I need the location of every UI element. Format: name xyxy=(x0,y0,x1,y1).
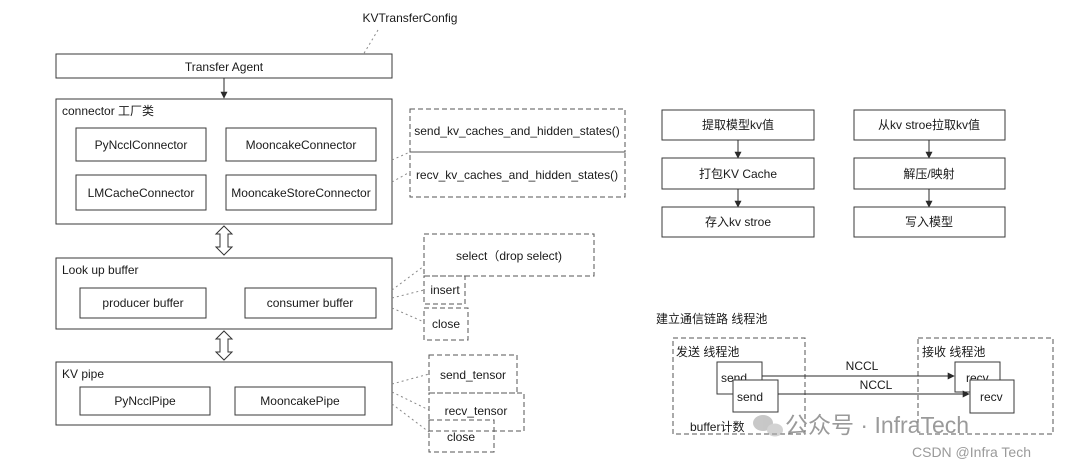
watermark-csdn: CSDN @Infra Tech xyxy=(912,444,1031,460)
kv-pipe-item-label: MooncakePipe xyxy=(260,394,340,408)
load-flow-step-label: 写入模型 xyxy=(905,215,953,229)
lookup-method-label: select（drop select) xyxy=(456,249,562,263)
buffer-count-label: buffer计数 xyxy=(690,419,744,434)
kv-pipe-method-leader xyxy=(391,373,430,385)
nccl-label: NCCL xyxy=(846,359,879,373)
connector-method-box xyxy=(409,151,626,198)
lookup-method-leader xyxy=(391,307,425,323)
load-flow-step-label: 从kv stroe拉取kv值 xyxy=(878,117,980,132)
kv-pipe-method-label: close xyxy=(447,430,475,444)
connector-item xyxy=(225,127,377,162)
config-leader-line xyxy=(359,29,379,61)
connector-method-box xyxy=(409,108,626,153)
kv-pipe-method-label: recv_tensor xyxy=(445,404,508,418)
kv-pipe-method-box xyxy=(428,419,495,453)
store-flow-step-label: 提取模型kv值 xyxy=(702,117,774,132)
store-flow-step xyxy=(661,157,815,190)
lookup-buffer-item-label: consumer buffer xyxy=(267,296,354,310)
lookup-buffer-item xyxy=(244,287,377,319)
load-flow-step xyxy=(853,206,1006,238)
load-flow-step xyxy=(853,109,1006,141)
lookup-method-box xyxy=(423,233,595,277)
comm-title: 建立通信链路 线程池 xyxy=(656,311,767,326)
transfer-agent-label: Transfer Agent xyxy=(185,60,264,74)
recv-label: recv xyxy=(980,390,1003,404)
nccl-label: NCCL xyxy=(860,378,893,392)
connector-item-label: LMCacheConnector xyxy=(88,186,195,200)
load-flow-step-label: 解压/映射 xyxy=(903,166,954,181)
connector-item-label: MooncakeConnector xyxy=(246,138,357,152)
send-thread-pool xyxy=(672,337,806,435)
lookup-method-label: close xyxy=(432,317,460,331)
connector-item-label: PyNcclConnector xyxy=(95,138,188,152)
store-flow-step xyxy=(661,109,815,141)
store-flow-step-label: 打包KV Cache xyxy=(699,167,777,181)
double-arrow-icon xyxy=(214,330,234,361)
lookup-method-leader xyxy=(391,289,425,299)
connector-title: connector 工厂类 xyxy=(62,104,154,118)
kv-pipe-title: KV pipe xyxy=(62,367,104,381)
lookup-method-leader xyxy=(391,265,425,291)
kv-transfer-config-label: KVTransferConfig xyxy=(363,11,458,25)
recv-thread-pool xyxy=(917,337,1054,435)
lookup-buffer-title: Look up buffer xyxy=(62,263,139,277)
send-label: send xyxy=(737,390,763,404)
wechat-icon xyxy=(753,415,783,437)
kv-pipe-method-leader xyxy=(391,403,430,433)
kv-pipe-item-label: PyNcclPipe xyxy=(114,394,176,408)
store-flow-step xyxy=(661,206,815,238)
connector-item xyxy=(75,174,207,211)
send-pool-label: 发送 线程池 xyxy=(676,344,739,359)
lookup-method-label: insert xyxy=(430,283,460,297)
lookup-method-box xyxy=(423,307,469,341)
connector-method-leader xyxy=(391,151,411,161)
send-box xyxy=(732,379,779,413)
store-flow-step-label: 存入kv stroe xyxy=(705,215,771,229)
recv-box xyxy=(969,379,1015,414)
connector-item-label: MooncakeStoreConnector xyxy=(231,186,370,200)
connector-method-label: recv_kv_caches_and_hidden_states() xyxy=(416,168,618,182)
load-flow-step xyxy=(853,157,1006,190)
double-arrow-icon xyxy=(214,225,234,256)
lookup-method-box xyxy=(423,275,466,305)
kv-pipe-method-label: send_tensor xyxy=(440,368,506,382)
watermark-brand: 公众号 · InfraTech xyxy=(785,412,969,438)
kv-pipe-item xyxy=(79,386,211,416)
connector-item xyxy=(75,127,207,162)
lookup-buffer-item xyxy=(79,287,207,319)
connector-method-label: send_kv_caches_and_hidden_states() xyxy=(414,124,619,138)
connector-method-leader xyxy=(391,171,411,183)
kv-pipe-method-leader xyxy=(391,391,430,411)
connector-item xyxy=(225,174,377,211)
lookup-buffer-item-label: producer buffer xyxy=(102,296,183,310)
kv-pipe-item xyxy=(234,386,366,416)
kv-pipe-method-box xyxy=(428,392,525,432)
recv-pool-label: 接收 线程池 xyxy=(922,344,985,359)
